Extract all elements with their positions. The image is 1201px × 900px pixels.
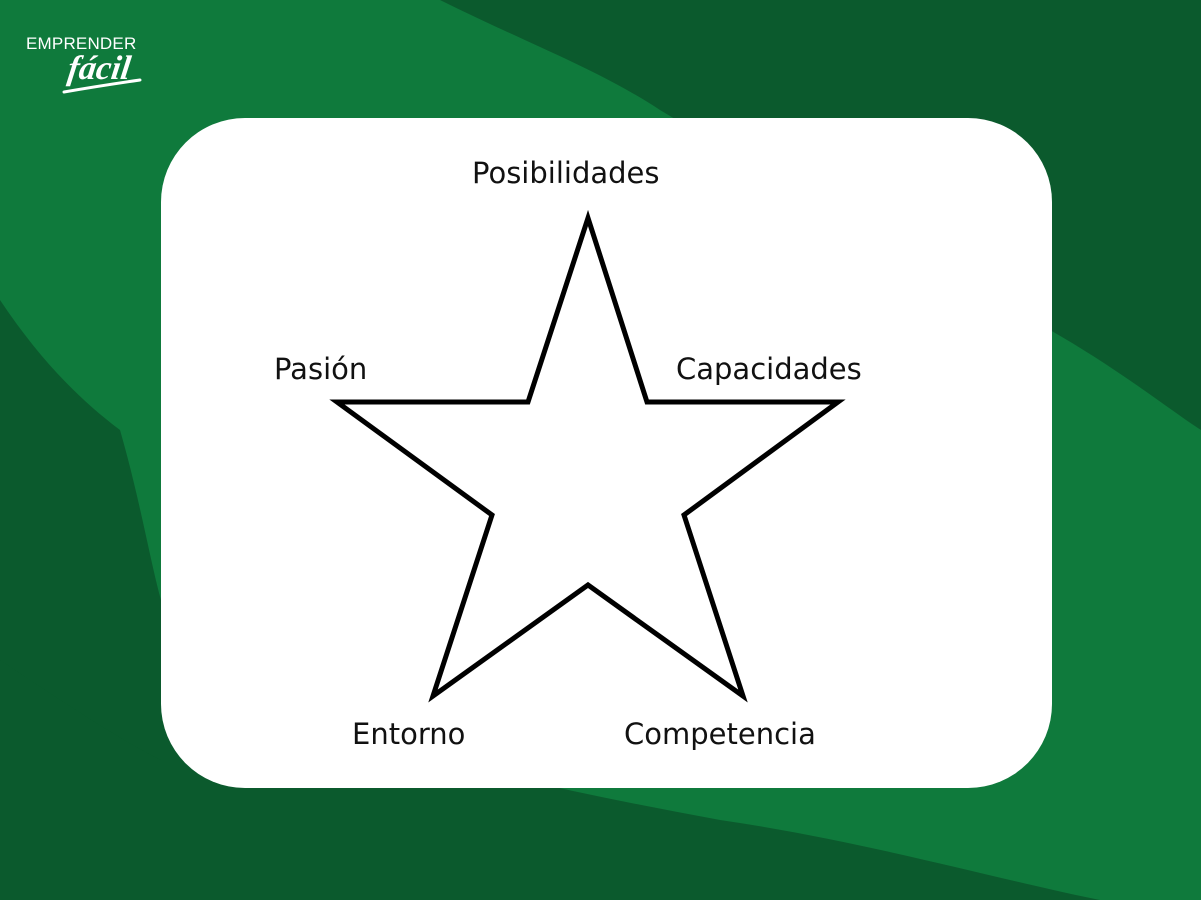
logo-swoosh (62, 78, 142, 94)
label-posibilidades: Posibilidades (472, 156, 660, 190)
label-capacidades: Capacidades (676, 352, 862, 386)
star-shape (329, 209, 846, 703)
logo-line-1: EMPRENDER (26, 34, 137, 53)
label-pasion: Pasión (274, 352, 368, 386)
background-dark-wedge (0, 300, 161, 760)
label-competencia: Competencia (624, 717, 816, 751)
label-entorno: Entorno (352, 717, 466, 751)
brand-logo[interactable]: EMPRENDER fácil (22, 34, 152, 98)
